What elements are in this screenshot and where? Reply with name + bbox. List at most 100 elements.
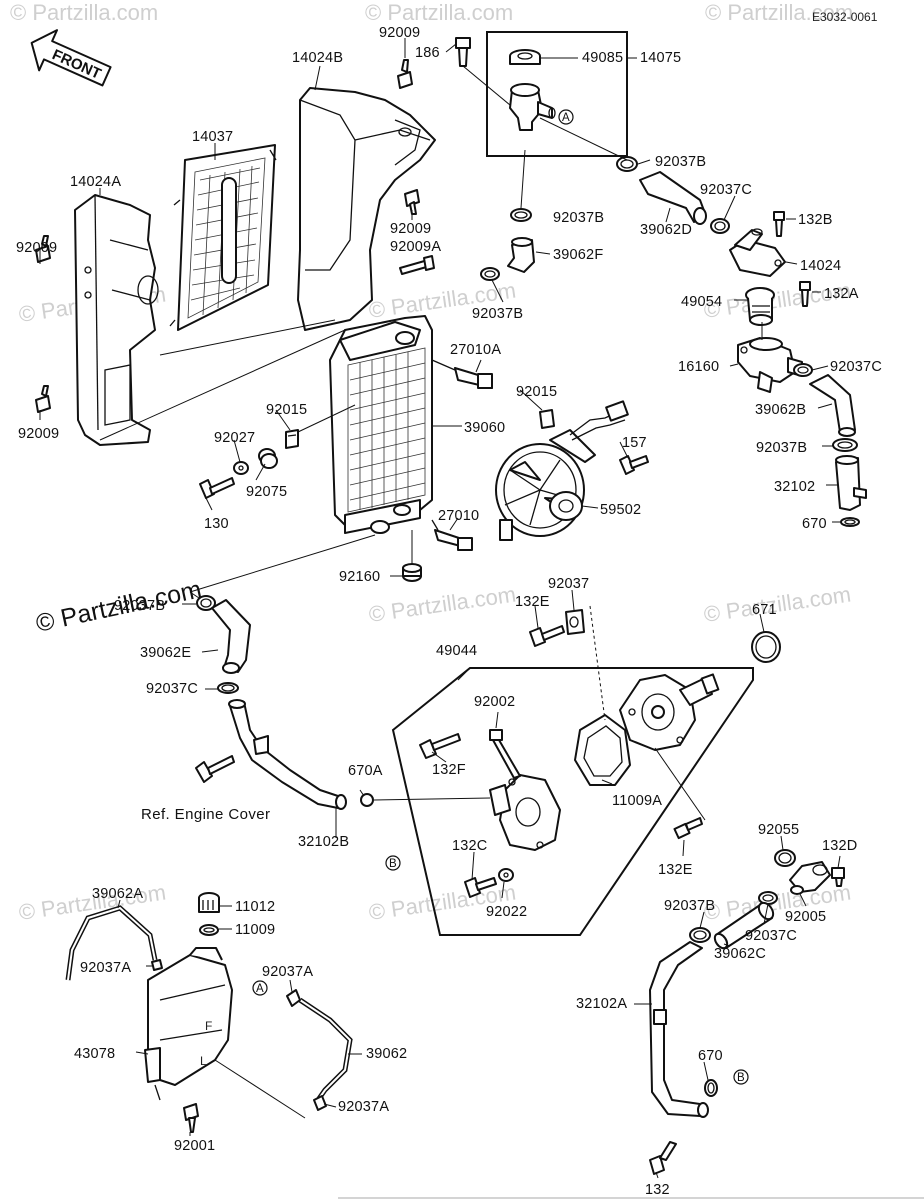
bolt-130	[199, 477, 235, 499]
radiator-screen	[169, 144, 277, 331]
part-label-39062F: 39062F	[553, 247, 603, 263]
part-label-92015: 92015	[266, 402, 307, 418]
part-label-92160: 92160	[339, 569, 380, 585]
part-label-92037C: 92037C	[745, 928, 797, 944]
hose-39062C	[713, 901, 775, 950]
part-label-92037B: 92037B	[114, 598, 165, 614]
part-label-132B: 132B	[798, 212, 833, 228]
hose-clamp-92037C-c	[217, 682, 239, 694]
callout-b-left: B	[385, 855, 401, 871]
pipe-32102	[835, 455, 867, 511]
radiator-shroud-right	[297, 87, 436, 331]
callout-a-top: A	[558, 109, 574, 125]
hose-clamp-92037B-c	[480, 267, 500, 281]
part-label-132D: 132D	[822, 838, 857, 854]
hose-39062E	[211, 599, 251, 674]
part-label-14024A: 14024A	[70, 174, 121, 190]
part-label-92037C: 92037C	[830, 359, 882, 375]
hose-clamp-92037A-b	[286, 989, 301, 1007]
part-label-43078: 43078	[74, 1046, 115, 1062]
o-ring-92055	[774, 849, 796, 867]
part-label-92037B: 92037B	[756, 440, 807, 456]
bolt-132	[649, 1141, 677, 1175]
part-label-92027: 92027	[214, 430, 255, 446]
hose-39062B	[809, 374, 856, 437]
part-label-32102: 32102	[774, 479, 815, 495]
part-label-92037B: 92037B	[472, 306, 523, 322]
hose-clamp-92037C-a	[710, 218, 730, 234]
svg-text:B: B	[737, 1072, 745, 1084]
part-label-92009: 92009	[379, 25, 420, 41]
hose-clamp-92037B-d	[832, 438, 858, 452]
part-label-49044: 49044	[436, 643, 477, 659]
hose-clamp-92037A-a	[151, 959, 163, 971]
bolt-92002	[489, 729, 521, 779]
cooling-fan	[495, 400, 629, 541]
part-label-11012: 11012	[235, 899, 275, 915]
bolt-132E-a	[529, 625, 565, 647]
svg-text:B: B	[389, 858, 397, 870]
part-label-39060: 39060	[464, 420, 505, 436]
part-label-14075: 14075	[640, 50, 681, 66]
part-label-92037B: 92037B	[655, 154, 706, 170]
hose-clamp-92037B-a	[539, 117, 638, 172]
part-label-92037A: 92037A	[262, 964, 313, 980]
part-label-39062A: 39062A	[92, 886, 143, 902]
thermostat-housing	[737, 322, 803, 393]
part-label-132F: 132F	[432, 762, 466, 778]
svg-text:A: A	[256, 983, 264, 995]
bolt-132A	[799, 281, 811, 307]
fitting-92005	[789, 861, 831, 895]
part-label-92037A: 92037A	[338, 1099, 389, 1115]
part-label-11009A: 11009A	[612, 793, 662, 809]
diagram-code: E3032-0061	[812, 10, 878, 24]
part-label-92037C: 92037C	[146, 681, 198, 697]
temperature-sensor-top	[431, 359, 493, 389]
part-label-92009: 92009	[18, 426, 59, 442]
part-label-130: 130	[204, 516, 229, 532]
bolt-engine-cover-ref	[195, 755, 235, 783]
clip-92015-fan	[539, 409, 555, 429]
hose-clamp-92037C-b	[793, 363, 813, 377]
hose-clamp-92037B-e	[196, 595, 216, 611]
watermark: © Partzilla.com	[705, 0, 853, 25]
part-label-92015: 92015	[516, 384, 557, 400]
part-label-49054: 49054	[681, 294, 722, 310]
hose-39062F	[507, 237, 535, 273]
leader-lines	[39, 38, 841, 1179]
screw-92009A	[399, 255, 435, 275]
part-labels: 92009 186 49085 14075 14024B 14037 14024…	[16, 25, 882, 1198]
part-label-92055: 92055	[758, 822, 799, 838]
radiator-core	[329, 315, 433, 534]
hose-39062A	[65, 905, 158, 981]
washer-92027	[233, 461, 249, 475]
o-ring-670-top	[840, 517, 860, 527]
part-label-132: 132	[645, 1182, 670, 1198]
part-label-39062C: 39062C	[714, 946, 766, 962]
reserve-tank: F L	[144, 947, 233, 1101]
bolt-92009-lower	[35, 385, 51, 413]
part-label-92002: 92002	[474, 694, 515, 710]
part-label-670: 670	[698, 1048, 723, 1064]
gasket-11009	[199, 924, 219, 936]
part-label-27010: 27010	[438, 508, 479, 524]
clip-92015	[285, 404, 356, 449]
bolt-186	[455, 37, 511, 106]
part-label-92037: 92037	[548, 576, 589, 592]
gasket-11009A	[574, 714, 631, 786]
part-label-670: 670	[802, 516, 827, 532]
front-arrow-icon: FRONT	[30, 29, 112, 87]
filler-neck-assembly	[486, 31, 637, 157]
part-label-132A: 132A	[824, 286, 859, 302]
part-label-132C: 132C	[452, 838, 487, 854]
part-label-92037C: 92037C	[700, 182, 752, 198]
part-label-92005: 92005	[785, 909, 826, 925]
hose-39062	[298, 997, 353, 1102]
part-label-27010A: 27010A	[450, 342, 501, 358]
part-label-14024: 14024	[800, 258, 841, 274]
o-ring-670A	[360, 793, 491, 807]
watermark: © Partzilla.com	[702, 582, 852, 627]
watermark: © Partzilla.com	[367, 582, 517, 627]
cap-11012	[198, 892, 220, 913]
o-ring-670-bottom	[704, 1079, 718, 1097]
